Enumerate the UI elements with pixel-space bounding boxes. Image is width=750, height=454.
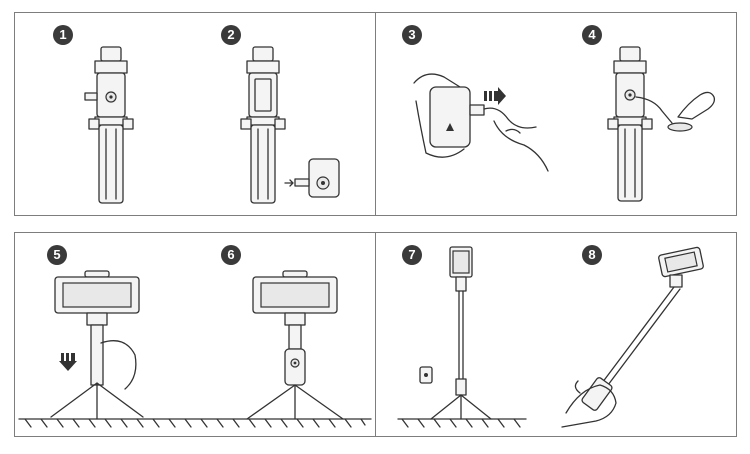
extended-tripod-illustration	[397, 246, 527, 428]
instruction-panel-steps-3-4: 3 4	[375, 12, 737, 216]
step-badge-7: 7	[402, 245, 422, 265]
remote-removed-illustration	[240, 46, 340, 204]
instruction-panel-steps-5-6: 5 6	[14, 232, 376, 437]
step-badge-4: 4	[582, 25, 602, 45]
step-badge-5: 5	[47, 245, 67, 265]
ground-line	[18, 418, 372, 428]
pair-remote-illustration	[607, 46, 716, 202]
instruction-panel-steps-1-2: 1 2	[14, 12, 376, 216]
handheld-selfie-illustration	[561, 246, 704, 428]
pull-battery-tab-illustration	[413, 73, 549, 172]
unfold-tripod-illustration	[50, 270, 144, 420]
step-badge-3: 3	[402, 25, 422, 45]
step-badge-6: 6	[221, 245, 241, 265]
instruction-panel-steps-7-8: 7 8	[375, 232, 737, 437]
step-badge-1: 1	[53, 25, 73, 45]
tripod-with-phone-illustration	[246, 270, 344, 420]
folded-selfie-stick-illustration	[84, 46, 134, 204]
step-badge-8: 8	[582, 245, 602, 265]
step-badge-2: 2	[221, 25, 241, 45]
